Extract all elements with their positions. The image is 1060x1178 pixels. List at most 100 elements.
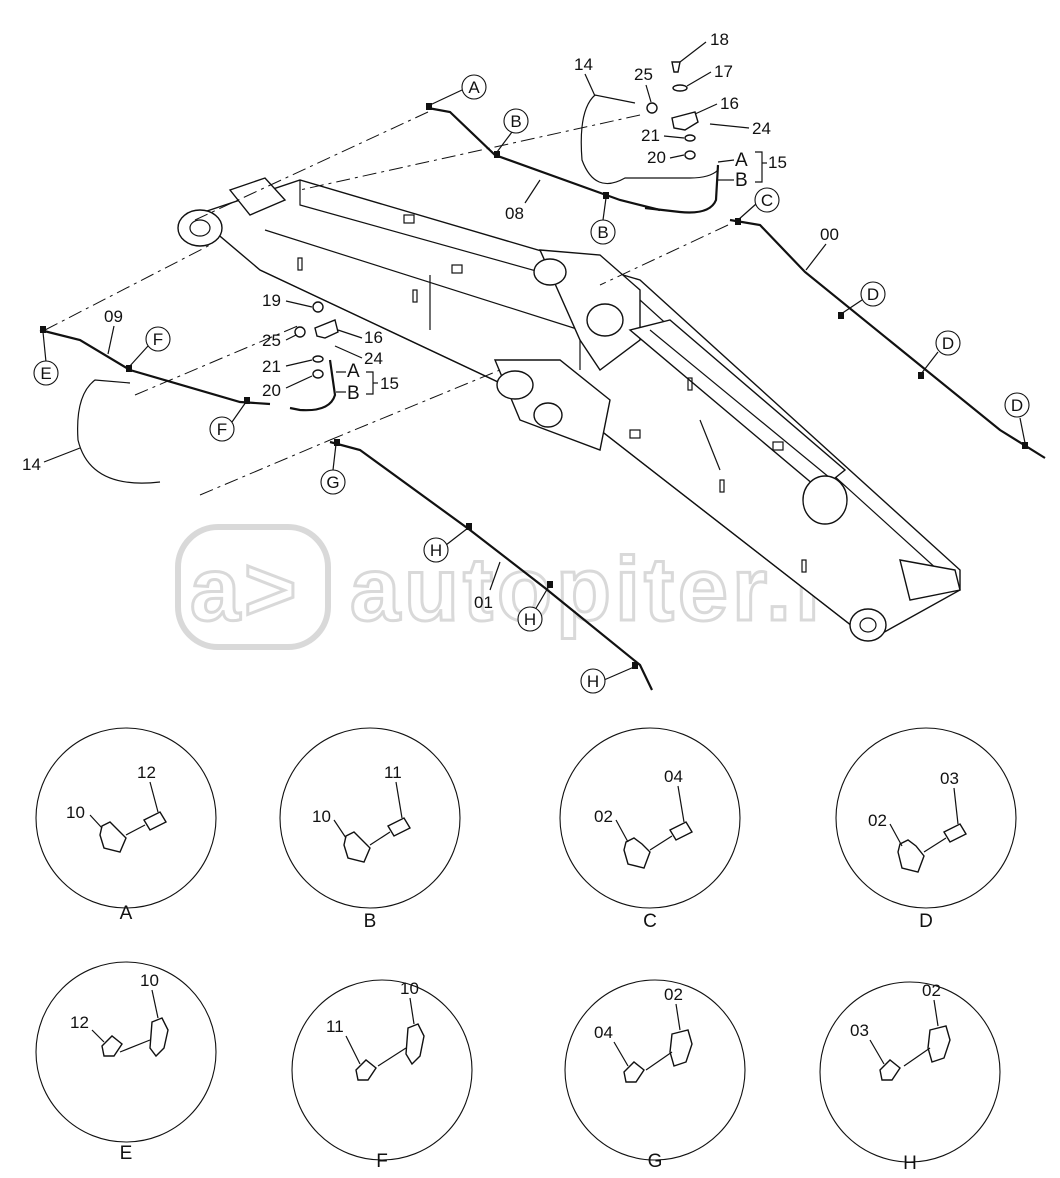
hose-14-upper xyxy=(580,94,719,185)
detail-f-title: F xyxy=(376,1151,388,1172)
ref-callouts: A B B C D D D xyxy=(33,74,1030,694)
label-16-upper: 16 xyxy=(720,94,739,113)
detail-f-clamp-label: 10 xyxy=(400,979,419,998)
detail-e-bolt xyxy=(101,1035,123,1057)
label-24-lower: 24 xyxy=(364,349,383,368)
detail-a-clamp-label: 10 xyxy=(66,803,85,822)
callout-a: A xyxy=(429,74,487,106)
detail-d-bolt-label: 03 xyxy=(940,769,959,788)
detail-e-clamp-label: 10 xyxy=(140,971,159,990)
detail-c-frame xyxy=(559,727,741,909)
boom-mid-pin xyxy=(586,303,624,337)
clamp-mark-e xyxy=(40,326,46,333)
detail-a-bolt xyxy=(143,811,167,831)
detail-d: 03 02 D xyxy=(835,727,1017,932)
detail-g-bolt xyxy=(623,1061,645,1083)
detail-d-frame xyxy=(835,727,1017,909)
label-09: 09 xyxy=(104,307,123,326)
assembly-center-lines xyxy=(44,111,729,496)
detail-g-clamp-label: 02 xyxy=(664,985,683,1004)
label-b-upper: B xyxy=(735,170,748,191)
detail-h-title: H xyxy=(903,1153,917,1173)
label-08: 08 xyxy=(505,204,524,223)
label-b-lower: B xyxy=(347,383,360,404)
label-25-upper: 25 xyxy=(634,65,653,84)
callout-b2-label: B xyxy=(597,223,608,242)
detail-c-clamp-label: 02 xyxy=(594,807,613,826)
detail-h-bolt-label: 03 xyxy=(850,1021,869,1040)
nut-25-lower xyxy=(294,326,306,338)
label-18: 18 xyxy=(710,30,729,49)
block-16-upper xyxy=(671,111,699,131)
callout-b-upper: B xyxy=(496,108,529,153)
clamp-mark-f1 xyxy=(126,365,132,372)
callout-d3-label: D xyxy=(1011,396,1023,415)
detail-h-clamp xyxy=(927,1025,951,1063)
clamp-mark-f2 xyxy=(244,397,250,404)
label-15-lower: 15 xyxy=(380,374,399,393)
part-labels: 18 17 16 24 25 21 20 14 A B 15 08 00 09 … xyxy=(22,30,839,612)
label-01: 01 xyxy=(474,593,493,612)
callout-d1-label: D xyxy=(867,285,879,304)
callout-f2-label: F xyxy=(217,420,227,439)
detail-g: 04 02 G xyxy=(564,979,746,1172)
clamp-mark-d1 xyxy=(838,312,844,319)
detail-a-bolt-label: 12 xyxy=(137,763,156,782)
pipe-01 xyxy=(329,440,653,691)
watermark-logo-glyph: a> xyxy=(190,540,301,640)
detail-c-title: C xyxy=(643,911,657,932)
detail-f: 11 10 F xyxy=(291,979,473,1172)
block-16-lower xyxy=(314,319,339,339)
plug-20-upper xyxy=(684,150,696,160)
callout-e-label: E xyxy=(40,364,51,383)
detail-c-bolt xyxy=(669,821,693,841)
clamp-mark-d2 xyxy=(918,372,924,379)
ring-21-lower xyxy=(312,355,324,363)
label-24-upper: 24 xyxy=(752,119,771,138)
label-00: 00 xyxy=(820,225,839,244)
callout-e: E xyxy=(33,331,59,386)
hydraulic-lines xyxy=(39,61,1046,691)
nut-25-upper xyxy=(646,102,658,114)
hose-14-lower xyxy=(77,379,161,484)
callout-h3-label: H xyxy=(587,672,599,691)
callout-d3: D xyxy=(1004,392,1030,444)
detail-e-clamp xyxy=(149,1017,169,1058)
label-a-lower: A xyxy=(347,361,360,382)
label-25-lower: 25 xyxy=(262,331,281,350)
callout-h2: H xyxy=(517,585,550,632)
label-14-lower: 14 xyxy=(22,455,41,474)
callout-f1: F xyxy=(128,326,171,368)
detail-g-title: G xyxy=(648,1151,663,1172)
callout-b-lower: B xyxy=(590,197,616,245)
detail-e-bolt-label: 12 xyxy=(70,1013,89,1032)
callout-c-label: C xyxy=(761,191,773,210)
detail-a-clamp xyxy=(99,821,127,853)
callout-h1-label: H xyxy=(430,541,442,560)
label-20-lower: 20 xyxy=(262,381,281,400)
detail-b-bolt xyxy=(387,817,411,837)
label-19: 19 xyxy=(262,291,281,310)
detail-h-bolt xyxy=(879,1059,901,1081)
label-17: 17 xyxy=(714,62,733,81)
label-21-upper: 21 xyxy=(641,126,660,145)
callout-d2-label: D xyxy=(942,334,954,353)
clamp-mark-d3 xyxy=(1022,442,1028,449)
detail-e: 12 10 E xyxy=(35,961,217,1164)
washer-17 xyxy=(672,84,688,92)
detail-a-title: A xyxy=(120,903,133,924)
detail-b: 11 10 B xyxy=(279,727,461,932)
clamp-mark-b2 xyxy=(603,192,609,199)
detail-a-frame xyxy=(35,727,217,909)
detail-f-frame xyxy=(291,979,473,1161)
clamp-mark-g xyxy=(334,439,340,446)
watermark-logo-frame xyxy=(175,524,331,650)
boom-tip-bracket xyxy=(802,475,848,525)
detail-f-bolt xyxy=(355,1059,377,1081)
label-a-upper: A xyxy=(735,150,748,171)
detail-g-bolt-label: 04 xyxy=(594,1023,613,1042)
detail-g-frame xyxy=(564,979,746,1161)
callout-d1: D xyxy=(840,281,886,315)
detail-d-title: D xyxy=(919,911,933,932)
